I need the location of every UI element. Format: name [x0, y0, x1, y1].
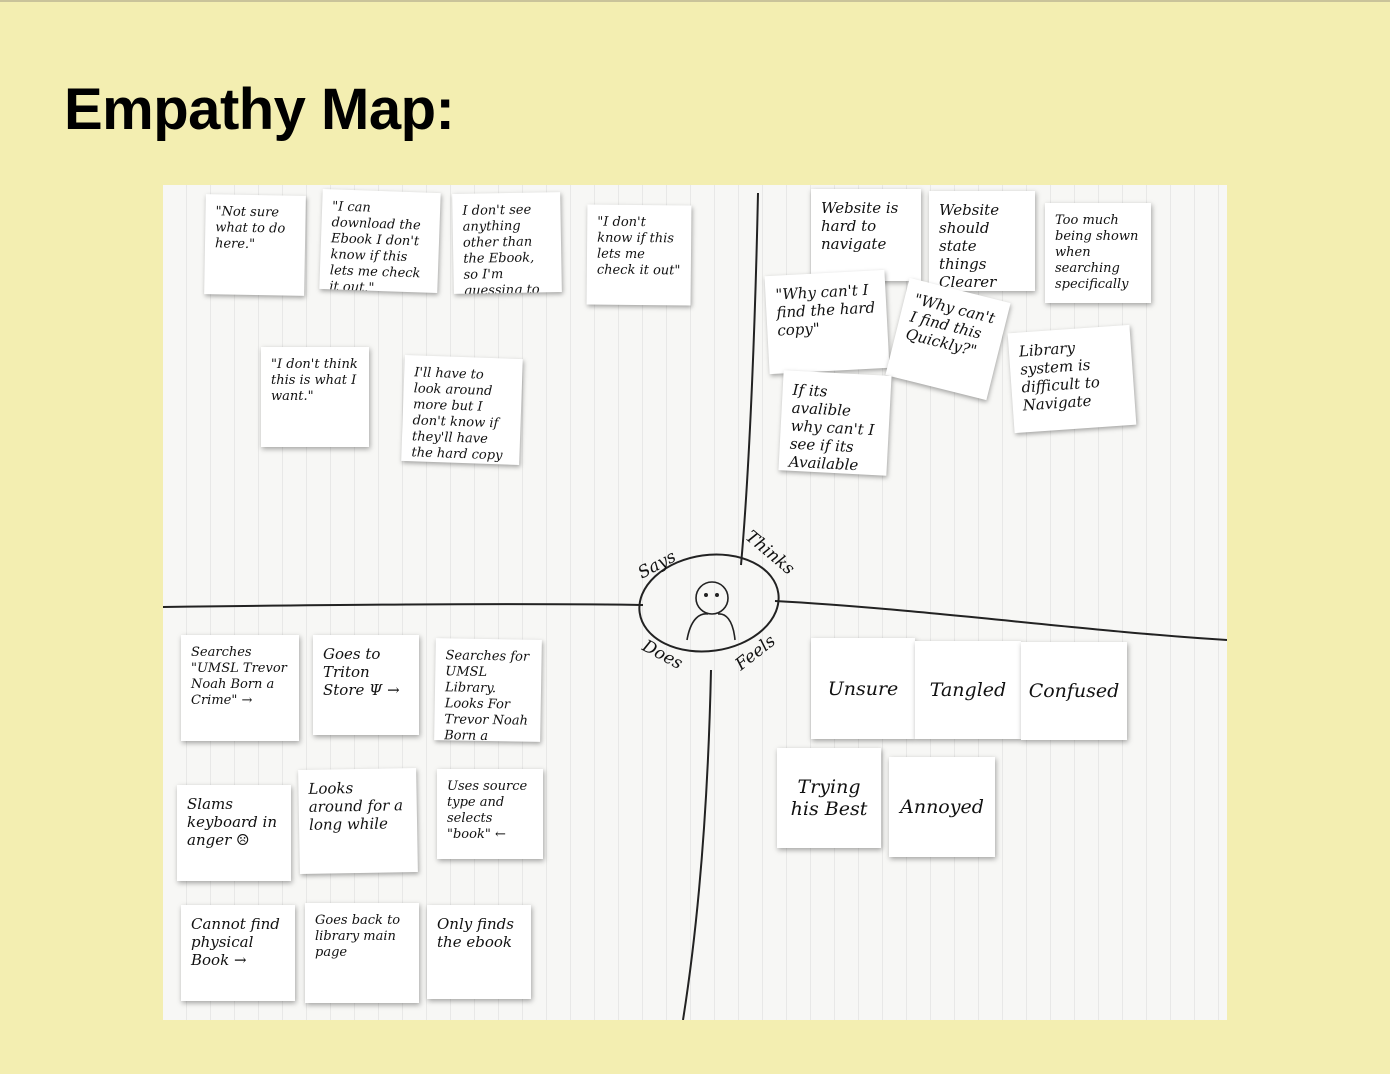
says-note: "I don't think this is what I want." [261, 347, 369, 447]
feels-note: Unsure [811, 638, 915, 739]
does-note: Searches for UMSL Library. Looks For Tre… [434, 638, 542, 742]
thinks-note: Library system is difficult to Navigate [1007, 324, 1137, 434]
thinks-note: Too much being shown when searching spec… [1045, 203, 1151, 303]
does-note: Cannot find physical Book → [181, 905, 295, 1001]
says-note: I don't see anything other than the Eboo… [452, 192, 562, 294]
does-note: Goes back to library main page [305, 903, 419, 1003]
does-note: Looks around for a long while [298, 767, 418, 875]
slide-top-border [0, 0, 1390, 2]
thinks-note: Website should state things Clearer [929, 191, 1035, 291]
feels-note: Trying his Best [777, 748, 881, 848]
says-note: "Not sure what to do here." [204, 194, 306, 296]
says-note: I'll have to look around more but I don'… [401, 354, 523, 466]
does-note: Only finds the ebook [427, 905, 531, 999]
feels-note: Tangled [915, 641, 1021, 739]
slide-title: Empathy Map: [64, 77, 455, 142]
center-ellipse [638, 553, 780, 653]
thinks-note: If its avalible why can't I see if its A… [778, 370, 892, 476]
thinks-note: "Why can't I find the hard copy" [764, 269, 890, 375]
feels-note: Annoyed [889, 757, 995, 857]
empathy-map-photo: Says Thinks Does Feels "Not sure what to… [163, 185, 1227, 1020]
quadrant-axes [163, 192, 1227, 1020]
does-note: Goes to Triton Store Ψ → [313, 635, 419, 735]
thinks-note: Website is hard to navigate [811, 189, 921, 281]
says-note: "I don't know if this lets me check it o… [586, 204, 692, 306]
person-sketch-icon [686, 581, 736, 641]
does-note: Slams keyboard in anger ☹ [177, 785, 291, 881]
feels-note: Confused [1021, 642, 1127, 740]
does-note: Uses source type and selects "book" ← [437, 769, 543, 859]
does-note: Searches "UMSL Trevor Noah Born a Crime"… [181, 635, 299, 741]
says-note: "I can download the Ebook I don't know i… [319, 188, 441, 294]
